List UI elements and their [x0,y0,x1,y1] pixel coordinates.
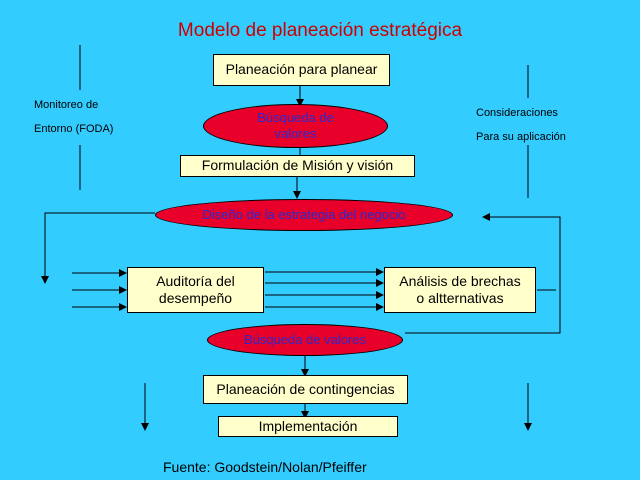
diagram-title: Modelo de planeación estratégica [177,20,463,41]
loop-left [41,212,155,284]
node-planear: Planeación para planear [213,54,390,86]
left-side-label: Monitoreo de Entorno (FODA) [34,93,113,141]
right-side-line-2: Para su aplicación [476,131,566,143]
right-side-label: Consideraciones Para su aplicación [476,101,566,149]
node-implementacion: Implementación [218,416,398,437]
node-analisis: Análisis de brechas o altternativas [384,267,536,313]
node-formulacion: Formulación de Misión y visión [180,155,415,177]
right-side-line-1: Consideraciones [476,107,558,119]
node-busqueda-valores-2: Búsqueda de valores [207,324,403,356]
node-diseno-estrategia: Diseño de la estrategia del negocio [155,199,453,231]
left-side-line-1: Monitoreo de [34,99,99,111]
left-side-line-2: Entorno (FODA) [34,123,114,135]
node-busqueda-valores-1: Búsqueda de valores [203,104,388,148]
loop-right [405,213,561,334]
node-auditoria: Auditoría del desempeño [127,267,264,313]
source-footer: Fuente: Goodstein/Nolan/Pfeiffer [163,459,367,475]
node-contingencias: Planeación de contingencias [203,375,408,404]
